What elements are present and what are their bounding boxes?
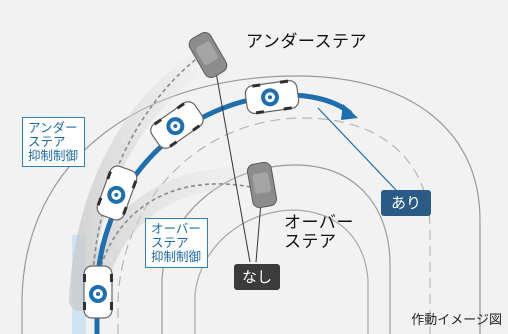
label-oversteer: オーバー ステア bbox=[284, 213, 354, 252]
badge-without: なし bbox=[234, 264, 280, 290]
understeer-path-without-control bbox=[91, 44, 216, 301]
ghost-car-understeer bbox=[188, 32, 228, 78]
car-start bbox=[83, 265, 113, 319]
illustration-note: 作動イメージ図 bbox=[411, 313, 502, 328]
car-second bbox=[96, 165, 138, 221]
road-lane-divider bbox=[117, 117, 431, 334]
ghost-car-oversteer bbox=[246, 161, 278, 209]
car-third bbox=[150, 101, 204, 149]
car-fourth bbox=[244, 79, 300, 115]
label-understeer: アンダーステア bbox=[246, 32, 367, 52]
leader-with bbox=[317, 107, 397, 191]
controlled-path bbox=[94, 92, 353, 334]
controlled-path-arrowhead bbox=[341, 104, 358, 120]
understeer-trail bbox=[69, 49, 216, 311]
label-understeer-control: アンダー ステア 抑制制御 bbox=[22, 117, 86, 167]
badge-with: あり bbox=[381, 190, 431, 216]
road-outer-edge bbox=[21, 75, 481, 334]
leader-without-1 bbox=[211, 49, 251, 263]
label-oversteer-control: オーバー ステア 抑制制御 bbox=[145, 218, 209, 268]
